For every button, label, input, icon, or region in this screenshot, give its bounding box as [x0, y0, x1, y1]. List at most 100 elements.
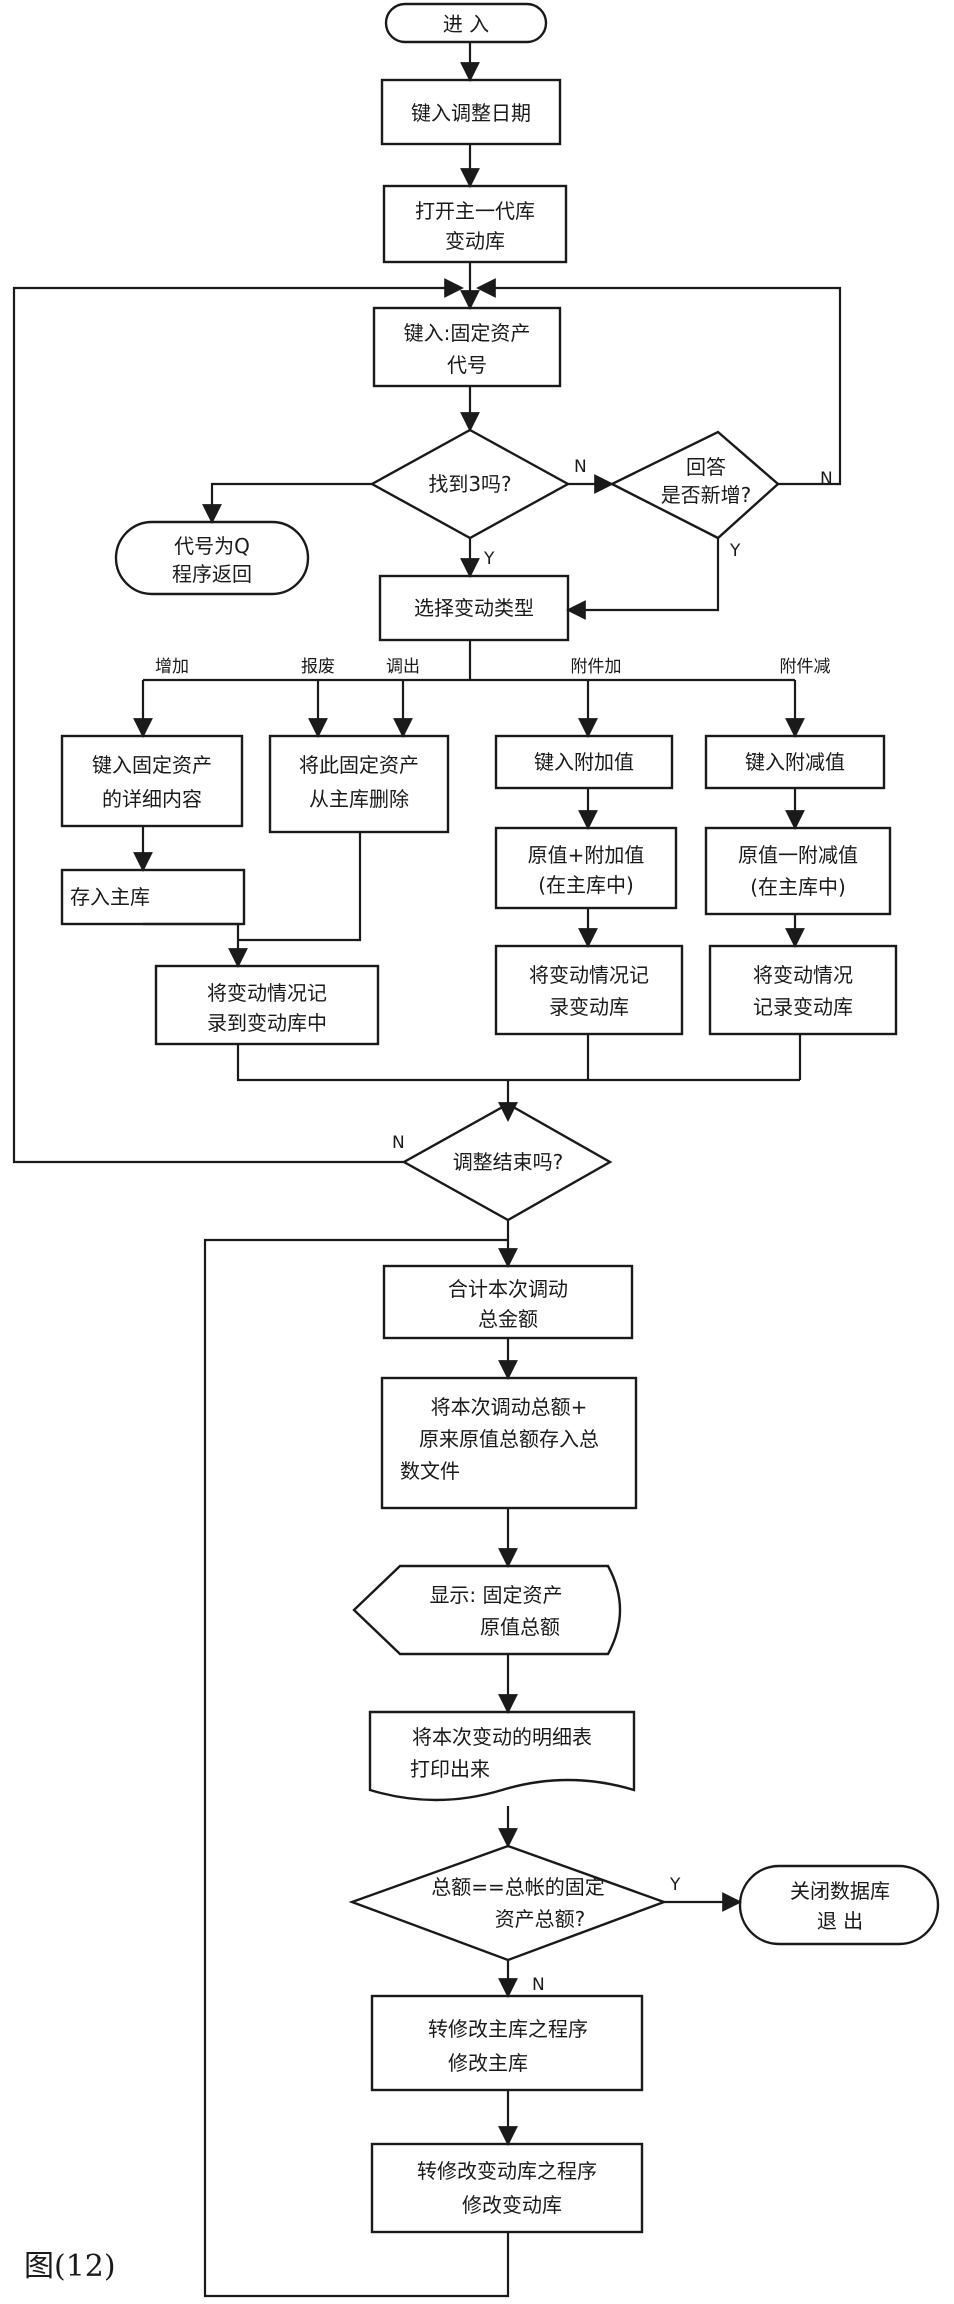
modify-change-label-2: 修改变动库: [462, 2193, 562, 2217]
input-date-label: 键入调整日期: [411, 101, 531, 125]
display-label-1: 显示: 固定资产: [429, 1583, 562, 1607]
close-exit-terminal: [738, 1864, 940, 1946]
found-no-label: N: [574, 457, 587, 477]
modify-main-label-2: 修改主库: [448, 2051, 528, 2075]
asknew-no-label: N: [820, 469, 833, 489]
orig-plus-label-1: 原值+附加值: [528, 843, 645, 867]
edge-modchange-loop: [203, 1238, 510, 2298]
found-decision: [369, 428, 571, 540]
open-db-label-1: 打开主一代库: [415, 199, 535, 223]
choose-type-box: [378, 574, 570, 642]
save-main-box: [60, 868, 246, 926]
sum-total-label-1: 合计本次调动: [448, 1277, 568, 1301]
input-date-box: [380, 78, 562, 146]
edge-asknew-yes: [566, 538, 720, 620]
total-check-label-1: 总额==总帐的固定: [431, 1875, 605, 1899]
display-shape: [352, 1564, 622, 1656]
record-change-3-box: [708, 944, 898, 1036]
record-change-3-label-2: 记录变动库: [753, 995, 853, 1019]
check-yes-label: Y: [669, 1875, 681, 1895]
ask-new-label-1: 回答: [686, 455, 726, 479]
delete-main-box: [268, 734, 450, 834]
edge-found-to-codeq: [202, 482, 372, 524]
labels: 进 入 键入调整日期 打开主一代库 变动库 键入:固定资产 代号 找到3吗? 回…: [24, 12, 890, 2284]
record-change-1-box: [154, 964, 380, 1046]
input-sub-value-box: [704, 734, 886, 790]
enter-label: 进 入: [443, 12, 489, 36]
code-q-label-2: 程序返回: [172, 562, 252, 586]
record-change-2-box: [494, 944, 684, 1036]
connectors: [12, 42, 842, 2298]
orig-minus-label-1: 原值一附减值: [738, 843, 858, 867]
branch-transfer-label: 调出: [386, 657, 420, 677]
adjust-done-label: 调整结束吗?: [453, 1150, 564, 1174]
delete-main-label-1: 将此固定资产: [299, 753, 419, 777]
input-detail-box: [60, 734, 244, 828]
edge-asknew-no-loop: [476, 278, 842, 486]
branch-attach-sub-label: 附件减: [780, 657, 831, 677]
print-detail-label-2: 打印出来: [410, 1757, 490, 1781]
print-detail-label-1: 将本次变动的明细表: [412, 1725, 592, 1749]
modify-change-box: [370, 2142, 644, 2234]
code-q-terminal: [114, 520, 310, 596]
asknew-yes-label: Y: [729, 541, 741, 561]
branch-scrap-label: 报废: [301, 657, 335, 677]
input-code-label-2: 代号: [447, 353, 487, 377]
print-document-shape: [368, 1710, 636, 1802]
save-total-box: [380, 1376, 638, 1510]
total-check-label-2: 资产总额?: [495, 1907, 586, 1931]
found-label: 找到3吗?: [428, 472, 511, 496]
edge-save-to-record: [143, 922, 248, 968]
input-code-label-1: 键入:固定资产: [404, 321, 531, 345]
branch-attach-add-label: 附件加: [571, 657, 622, 677]
merge-bus: [236, 1044, 800, 1082]
figure-caption: 图(12): [24, 2249, 116, 2284]
orig-minus-box: [704, 826, 892, 916]
input-add-value-box: [494, 734, 674, 790]
display-label-2: 原值总额: [480, 1615, 560, 1639]
ask-new-label-2: 是否新增?: [661, 483, 752, 507]
input-detail-label-1: 键入固定资产: [92, 753, 212, 777]
record-change-1-label-1: 将变动情况记: [207, 981, 327, 1005]
sum-total-label-2: 总金额: [478, 1307, 538, 1331]
sum-total-box: [382, 1264, 634, 1340]
modify-change-label-1: 转修改变动库之程序: [417, 2159, 597, 2183]
shapes: [60, 2, 940, 2234]
enter-terminal: [384, 2, 548, 44]
check-no-label: N: [532, 1975, 545, 1995]
branch-increase-label: 增加: [155, 657, 189, 677]
orig-plus-label-2: (在主库中): [538, 873, 634, 897]
close-exit-label-1: 关闭数据库: [790, 1879, 890, 1903]
ask-new-decision: [609, 430, 780, 540]
input-detail-label-2: 的详细内容: [102, 787, 202, 811]
save-main-label: 存入主库: [70, 885, 150, 909]
done-no-label: N: [392, 1133, 405, 1153]
code-q-label-1: 代号为Q: [174, 534, 250, 558]
total-check-decision: [348, 1844, 668, 1962]
modify-main-box: [370, 1994, 644, 2092]
record-change-2-label-2: 录变动库: [549, 995, 629, 1019]
found-yes-label: Y: [483, 549, 495, 569]
record-change-2-label-1: 将变动情况记: [529, 963, 649, 987]
save-total-label-2: 原来原值总额存入总: [419, 1427, 599, 1451]
open-db-box: [382, 184, 568, 264]
open-db-label-2: 变动库: [445, 229, 505, 253]
record-change-1-label-2: 录到变动库中: [207, 1011, 327, 1035]
save-total-label-1: 将本次调动总额+: [431, 1395, 588, 1419]
edge-done-no-loop: [12, 278, 464, 1164]
input-code-box: [372, 306, 562, 388]
input-add-value-label: 键入附加值: [534, 750, 634, 774]
close-exit-label-2: 退 出: [817, 1909, 863, 1933]
edge-delete-to-record: [238, 832, 362, 942]
orig-minus-label-2: (在主库中): [750, 875, 846, 899]
adjust-done-decision: [401, 1102, 613, 1222]
delete-main-label-2: 从主库删除: [309, 787, 409, 811]
choose-type-label: 选择变动类型: [414, 596, 534, 620]
modify-main-label-1: 转修改主库之程序: [428, 2017, 588, 2041]
input-sub-value-label: 键入附减值: [745, 750, 845, 774]
record-change-3-label-1: 将变动情况: [753, 963, 853, 987]
orig-plus-box: [494, 826, 678, 910]
save-total-label-3: 数文件: [400, 1459, 460, 1483]
